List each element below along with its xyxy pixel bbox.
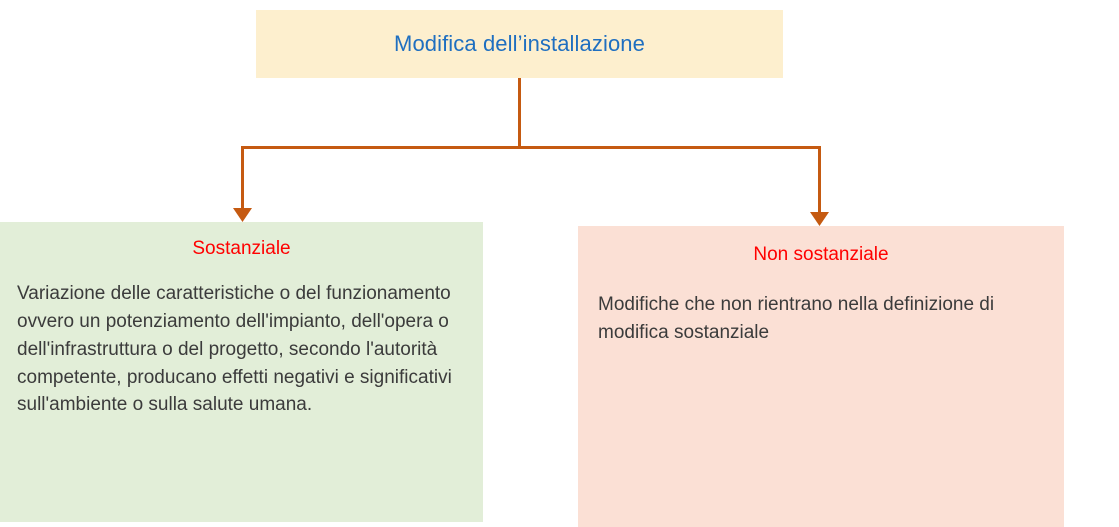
node-branch-sostanziale-heading: Sostanziale bbox=[192, 238, 291, 259]
node-branch-sostanziale: Sostanziale Variazione delle caratterist… bbox=[0, 222, 483, 522]
node-root-label: Modifica dell’installazione bbox=[394, 30, 645, 56]
node-branch-sostanziale-body: Variazione delle caratteristiche o del f… bbox=[17, 282, 452, 416]
node-branch-non-sostanziale-heading: Non sostanziale bbox=[753, 244, 889, 265]
arrowhead-right bbox=[810, 212, 829, 226]
arrowhead-left bbox=[233, 208, 252, 222]
node-branch-non-sostanziale-body: Modifiche che non rientrano nella defini… bbox=[598, 293, 995, 343]
node-root-modifica-installazione: Modifica dell’installazione bbox=[256, 10, 783, 78]
node-branch-non-sostanziale: Non sostanziale Modifiche che non rientr… bbox=[578, 226, 1064, 527]
